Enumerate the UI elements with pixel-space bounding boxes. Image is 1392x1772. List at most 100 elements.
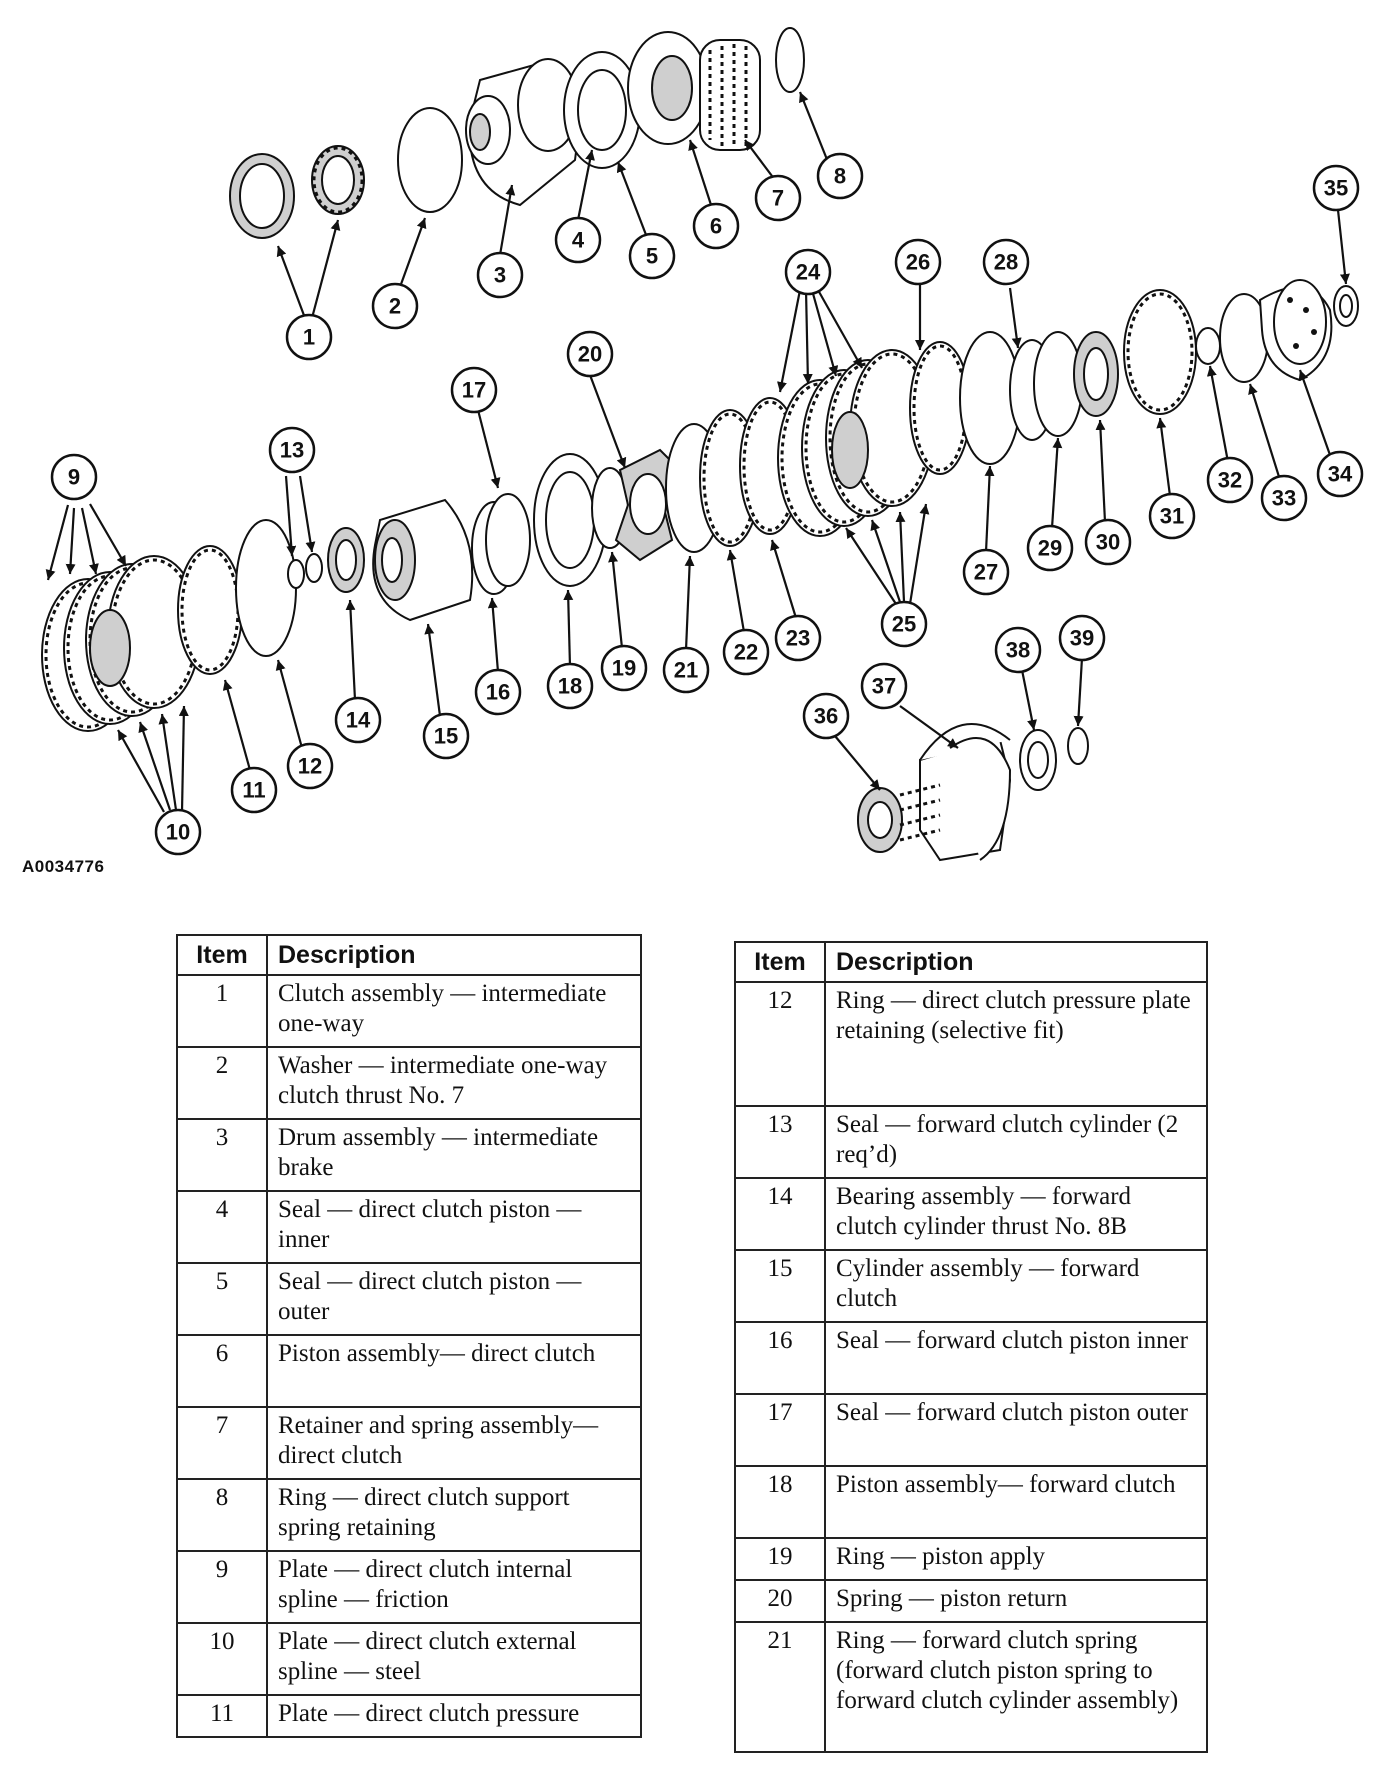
callout-12: 12	[286, 742, 334, 790]
upper-parts	[229, 27, 805, 239]
callout-21: 21	[662, 646, 710, 694]
callout-4: 4	[554, 216, 602, 264]
svg-text:24: 24	[796, 260, 821, 285]
svg-text:5: 5	[646, 244, 658, 269]
column-header-item: Item	[734, 941, 826, 983]
callout-39: 39	[1058, 614, 1106, 662]
svg-text:20: 20	[578, 342, 602, 367]
svg-text:38: 38	[1006, 638, 1030, 663]
item-number: 8	[176, 1478, 268, 1552]
callout-32: 32	[1206, 456, 1254, 504]
item-description: Seal — direct clutch piston — inner	[266, 1190, 642, 1264]
part-15-cylinder	[372, 498, 474, 622]
callouts: 1 2 3 4 5 6 7 8 9 10 11 12 13 14 15 16 1…	[50, 152, 1364, 856]
item-description: Cylinder assembly — forward clutch	[824, 1249, 1208, 1323]
item-number: 2	[176, 1046, 268, 1120]
svg-text:23: 23	[786, 626, 810, 651]
item-description: Ring — direct clutch support spring reta…	[266, 1478, 642, 1552]
part-34-carrier	[1258, 279, 1333, 382]
lower-right-parts	[857, 723, 1089, 862]
svg-text:12: 12	[298, 754, 322, 779]
svg-text:6: 6	[710, 214, 722, 239]
exploded-view-diagram: 1 2 3 4 5 6 7 8 9 10 11 12 13 14 15 16 1…	[41, 27, 1364, 862]
table-header-row: Item Description	[734, 941, 1208, 983]
svg-text:34: 34	[1328, 462, 1353, 487]
item-description: Retainer and spring assembly— direct clu…	[266, 1406, 642, 1480]
svg-text:8: 8	[834, 164, 846, 189]
callout-3: 3	[476, 251, 524, 299]
callout-26: 26	[894, 238, 942, 286]
part-39-washer	[1067, 727, 1089, 765]
svg-text:21: 21	[674, 658, 698, 683]
svg-text:9: 9	[68, 465, 80, 490]
callout-22: 22	[722, 628, 770, 676]
callout-34: 34	[1316, 450, 1364, 498]
column-header-description: Description	[266, 934, 642, 976]
item-description: Ring — piston apply	[824, 1537, 1208, 1581]
callout-35: 35	[1312, 164, 1360, 212]
part-1-one-way-clutch	[229, 145, 365, 239]
svg-text:10: 10	[166, 820, 190, 845]
item-number: 14	[734, 1177, 826, 1251]
item-number: 13	[734, 1105, 826, 1179]
item-description: Seal — forward clutch piston inner	[824, 1321, 1208, 1395]
item-number: 7	[176, 1406, 268, 1480]
svg-text:22: 22	[734, 640, 758, 665]
callout-25: 25	[880, 600, 928, 648]
item-number: 15	[734, 1249, 826, 1323]
callout-19: 19	[600, 644, 648, 692]
callout-2: 2	[371, 282, 419, 330]
item-description: Spring — piston return	[824, 1579, 1208, 1623]
callout-15: 15	[422, 712, 470, 760]
part-11-pressure-plate	[177, 545, 243, 675]
item-number: 11	[176, 1694, 268, 1738]
part-24-25-clutch-pack	[777, 349, 935, 537]
svg-text:25: 25	[892, 612, 916, 637]
svg-text:29: 29	[1038, 536, 1062, 561]
svg-text:39: 39	[1070, 626, 1094, 651]
item-number: 1	[176, 974, 268, 1048]
callout-1: 1	[285, 313, 333, 361]
callout-38: 38	[994, 626, 1042, 674]
svg-text:32: 32	[1218, 468, 1242, 493]
svg-text:36: 36	[814, 704, 838, 729]
callout-31: 31	[1148, 492, 1196, 540]
column-header-description: Description	[824, 941, 1208, 983]
callout-5: 5	[628, 232, 676, 280]
item-number: 19	[734, 1537, 826, 1581]
callout-29: 29	[1026, 524, 1074, 572]
item-description: Bearing assembly — forward clutch cylind…	[824, 1177, 1208, 1251]
item-description: Piston assembly— direct clutch	[266, 1334, 642, 1408]
item-description: Plate — direct clutch pressure	[266, 1694, 642, 1738]
callout-36: 36	[802, 692, 850, 740]
callout-10: 10	[154, 808, 202, 856]
item-description: Drum assembly — intermediate brake	[266, 1118, 642, 1192]
lower-parts	[41, 279, 1359, 732]
item-description: Seal — direct clutch piston — outer	[266, 1262, 642, 1336]
item-number: 6	[176, 1334, 268, 1408]
callout-27: 27	[962, 548, 1010, 596]
item-number: 18	[734, 1465, 826, 1539]
svg-text:26: 26	[906, 250, 930, 275]
item-description: Clutch assembly — intermediate one-way	[266, 974, 642, 1048]
callout-6: 6	[692, 202, 740, 250]
item-number: 16	[734, 1321, 826, 1395]
item-description: Ring — direct clutch pressure plate reta…	[824, 981, 1208, 1107]
svg-text:16: 16	[486, 680, 510, 705]
item-number: 21	[734, 1621, 826, 1753]
svg-text:17: 17	[462, 378, 486, 403]
item-description: Plate — direct clutch external spline — …	[266, 1622, 642, 1696]
svg-text:1: 1	[303, 325, 315, 350]
item-description: Seal — forward clutch piston outer	[824, 1393, 1208, 1467]
part-13-seal	[287, 559, 305, 589]
svg-text:7: 7	[772, 186, 784, 211]
